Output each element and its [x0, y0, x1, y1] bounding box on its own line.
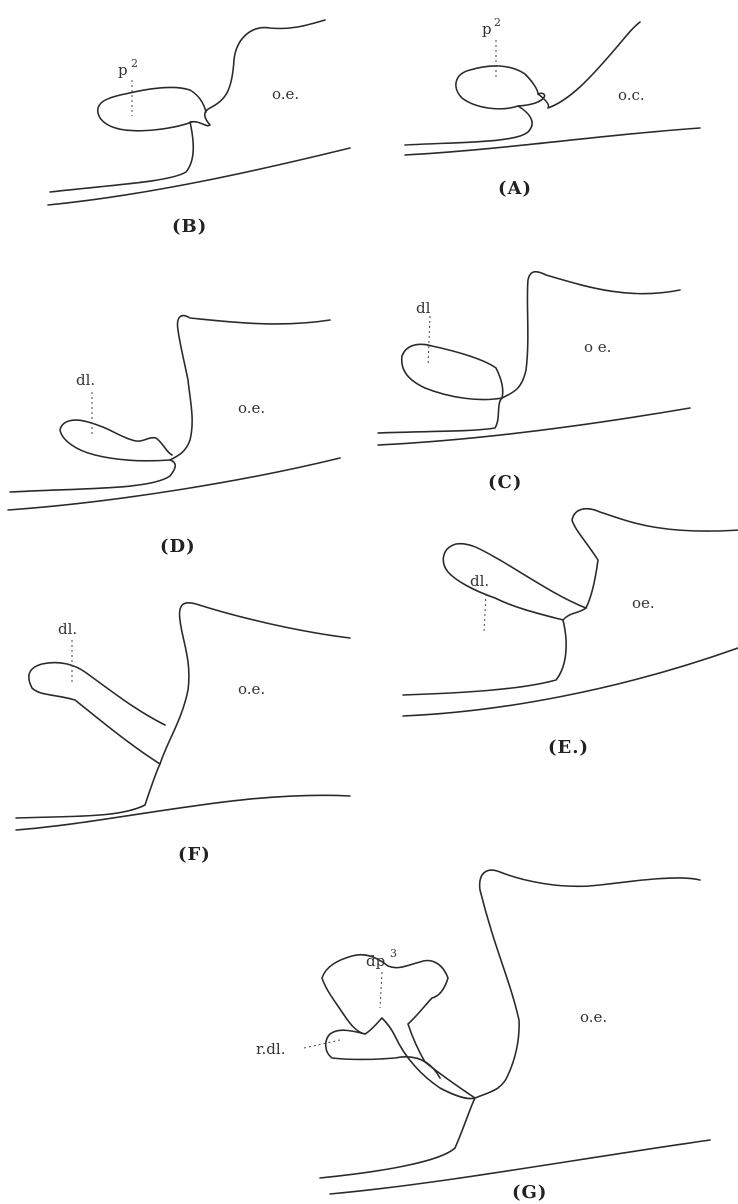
panel-g-tooth-label: dp	[366, 952, 385, 970]
panel-a-oral-epithelium	[405, 22, 640, 145]
panel-f-caption: (F)	[178, 844, 211, 865]
panel-d-epithelium-label: o.e.	[238, 399, 265, 417]
panel-b-base-line	[48, 148, 350, 205]
panel-f-tooth-label: dl.	[58, 620, 77, 638]
panel-g-lamina-label: r.dl.	[256, 1040, 285, 1058]
panel-e: dl. oe. (E.)	[403, 509, 738, 758]
panel-c-base-line	[378, 408, 690, 445]
panel-g-remnant-lamina	[326, 1030, 440, 1078]
panel-e-epithelium-label: oe.	[632, 594, 655, 612]
panel-c-caption: (C)	[488, 472, 522, 493]
panel-g-tooth-germ	[322, 955, 475, 1099]
panel-f-epithelium-label: o.e.	[238, 680, 265, 698]
panel-a-base-line	[405, 128, 700, 155]
panel-d: dl. o.e. (D)	[8, 316, 340, 557]
panel-a: p 2 o.c. (A)	[405, 16, 700, 199]
panel-b-oral-epithelium	[50, 20, 325, 192]
panel-c-epithelium-label: o e.	[584, 338, 611, 356]
panel-d-tooth-label: dl.	[76, 371, 95, 389]
panel-g: dp 3 r.dl. o.e. (G)	[256, 870, 710, 1203]
panel-b: p 2 o.e. (B)	[48, 20, 350, 237]
panel-f-base-line	[16, 795, 350, 830]
panel-e-dental-lamina	[443, 544, 586, 620]
panel-d-dental-lamina	[60, 420, 172, 461]
panel-c: dl o e. (C)	[378, 272, 690, 493]
panel-e-caption: (E.)	[548, 737, 589, 758]
panel-d-oral-epithelium	[10, 316, 330, 492]
panel-a-tooth-germ	[456, 66, 538, 109]
panel-e-tooth-label: dl.	[470, 572, 489, 590]
panel-b-tooth-label-sup: 2	[131, 57, 138, 70]
panel-a-tooth-label: p	[482, 20, 492, 38]
panel-a-epithelium-label: o.c.	[618, 86, 645, 104]
panel-e-leader	[484, 594, 486, 632]
panel-g-epithelium-label: o.e.	[580, 1008, 607, 1026]
panel-c-tooth-germ	[402, 344, 503, 399]
panel-c-leader	[428, 316, 430, 366]
panel-d-base-line	[8, 458, 340, 510]
panel-b-caption: (B)	[172, 216, 207, 237]
panel-c-oral-epithelium	[378, 272, 680, 433]
panel-g-tooth-leader	[380, 972, 382, 1008]
panel-g-lamina-leader	[304, 1040, 340, 1048]
panel-a-tooth-label-sup: 2	[494, 16, 501, 29]
panel-g-tooth-label-sup: 3	[390, 947, 397, 960]
panel-g-caption: (G)	[512, 1182, 547, 1203]
panel-e-base-line	[403, 648, 738, 716]
panel-b-tooth-label: p	[118, 61, 128, 79]
panel-f: dl. o.e. (F)	[16, 603, 350, 865]
panel-f-dental-lamina	[29, 663, 165, 764]
panel-a-caption: (A)	[498, 178, 532, 199]
panel-d-caption: (D)	[160, 536, 196, 557]
panel-b-epithelium-label: o.e.	[272, 85, 299, 103]
panel-c-tooth-label: dl	[416, 299, 431, 317]
